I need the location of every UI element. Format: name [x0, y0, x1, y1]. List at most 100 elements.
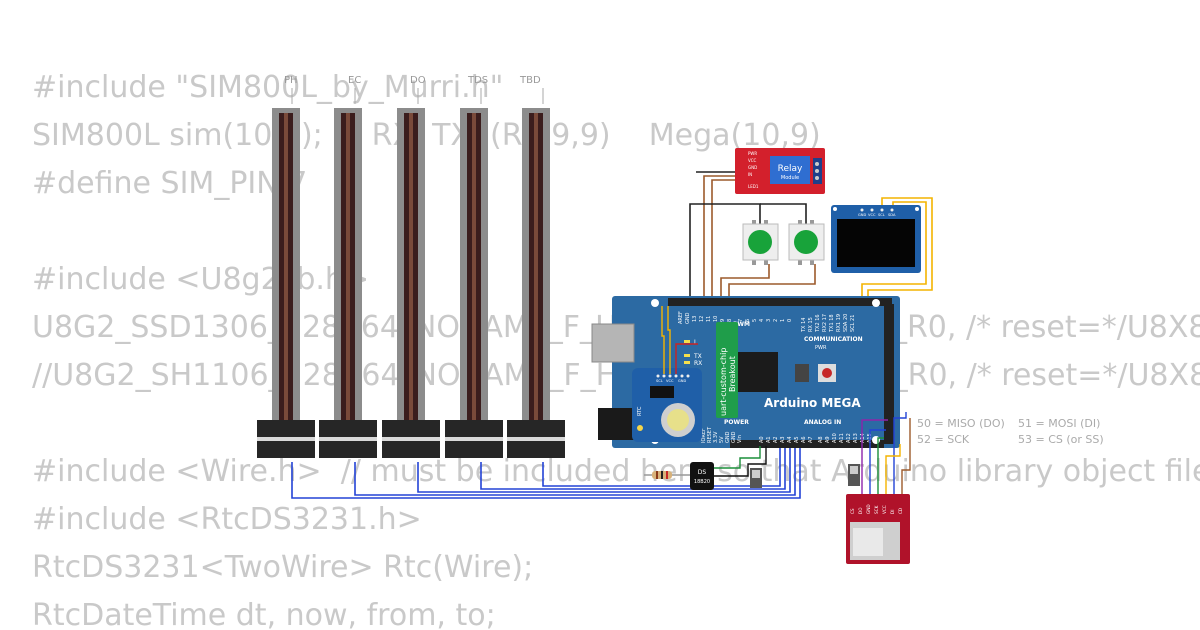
pin-label: RX 15	[808, 317, 814, 332]
slide-switch-2[interactable]	[848, 464, 860, 486]
analog-label: ANALOG IN	[804, 419, 841, 426]
pin-label: 3	[766, 319, 772, 322]
relay-module[interactable]: Relay Module PWR VCC GND IN LED1	[735, 148, 825, 194]
led-label-rx: RX	[694, 360, 702, 367]
pin-label: A9	[825, 436, 831, 443]
code-line: RtcDS3231<TwoWire> Rtc(Wire);	[32, 550, 534, 585]
code-line: #include <RtcDS3231.h>	[32, 502, 422, 537]
slider-ec[interactable]: EC	[319, 75, 377, 458]
pin-label: A0	[759, 436, 765, 443]
slider-tds[interactable]: TDS	[445, 75, 503, 458]
wire-tbd	[542, 446, 781, 487]
slider-do[interactable]: DO	[382, 75, 440, 458]
pin-label: Vin	[737, 435, 743, 443]
top-pin-labels: 13 12 11 10 9 8 7 6 5 4 3 2 1 0	[692, 316, 793, 322]
wire-ec	[354, 446, 796, 496]
pin-label: GND	[725, 431, 731, 443]
aref-label: AREF	[678, 311, 684, 324]
pin-label: GND	[731, 431, 737, 443]
gnd-label: GND	[685, 312, 691, 324]
code-line: //U8G2_SH1106_128X64_NONAME_F_HW_I2C u8g…	[32, 358, 1200, 393]
pin-label: 5V	[719, 436, 725, 443]
sd-wires	[861, 412, 911, 494]
code-line: RtcDateTime dt, now, from, to;	[32, 598, 496, 630]
code-line: #include <Wire.h> // must be included he…	[32, 454, 1200, 489]
wire-btn1	[720, 264, 770, 298]
led-label-l: L	[694, 339, 698, 346]
pin-label: A7	[808, 436, 814, 443]
pin-label: A12	[846, 433, 852, 443]
pin-label: TX1 18	[829, 314, 835, 333]
ds-label: 18B20	[694, 479, 710, 485]
pin-label: 8	[727, 319, 733, 322]
pin-label: A6	[801, 436, 807, 443]
oled-pin-label: SCL	[878, 213, 885, 217]
power-label: POWER	[724, 419, 749, 426]
pin-label: A3	[780, 436, 786, 443]
relay-subtitle: Module	[781, 175, 799, 181]
sd-pin-label: GND	[866, 504, 871, 514]
pin-label: A4	[787, 436, 793, 443]
spi-note: 51 = MOSI (DI)	[1018, 417, 1100, 430]
led-label-tx: TX	[693, 353, 702, 360]
pwm-label: PWM	[733, 321, 750, 328]
sd-pin-label: VCC	[882, 505, 887, 514]
spi-note: 53 = CS (or SS)	[1018, 433, 1104, 446]
power-jack	[598, 408, 636, 440]
relay-title: Relay	[778, 164, 803, 174]
pin-label: RX1 19	[836, 314, 842, 332]
slide-switch-1[interactable]	[750, 468, 762, 488]
ds18b20-sensor[interactable]: DS 18B20	[690, 462, 714, 490]
pin-label: 10	[713, 316, 719, 322]
oled-pin-label: GND	[858, 213, 866, 217]
rtc-label: RTC	[637, 406, 643, 416]
right-header	[884, 304, 894, 444]
slider-label: TBD	[519, 75, 541, 86]
pin-label: 2	[773, 319, 779, 322]
rtc-pin-label: SCL	[656, 379, 663, 383]
pin-label: 4	[759, 319, 765, 322]
communication-label: COMMUNICATION	[804, 336, 863, 343]
oled-pin-label: VCC	[868, 213, 876, 217]
relay-pin-label: VCC	[748, 158, 757, 163]
comm-pin-labels: TX 14 RX 15 TX2 16 RX2 17 TX1 18 RX1 19 …	[801, 314, 856, 333]
oled-pin-label: SDA	[888, 213, 896, 217]
uart-custom-chip[interactable]: uart-custom-chip Breakout	[716, 322, 738, 418]
sd-pin-label: CS	[850, 508, 855, 514]
slide-potentiometers: PH EC DO	[257, 75, 565, 458]
pin-label: 9	[720, 319, 726, 322]
rtc-pin-label: VCC	[666, 379, 674, 383]
pin-label: A2	[773, 436, 779, 443]
pin-label: A8	[818, 436, 824, 443]
pin-label: 5	[752, 319, 758, 322]
wire-oled-sda	[867, 197, 933, 298]
sd-pin-label: CD	[898, 508, 903, 514]
pushbutton-2[interactable]	[788, 220, 825, 265]
pin-label: A5	[794, 436, 800, 443]
code-line: #define SIM_PIN 7	[32, 166, 308, 201]
top-header	[668, 298, 892, 306]
slider-tbd[interactable]: TBD	[507, 75, 565, 458]
wire-btn-gnd	[689, 203, 761, 298]
wire-btn-gnd2	[760, 203, 807, 224]
wires-top	[689, 171, 933, 298]
sd-pin-label: SCK	[874, 505, 879, 514]
wire-tds	[480, 446, 786, 490]
pin-label: RX2 17	[822, 314, 828, 332]
rtc-module[interactable]: RTC SCL VCC GND	[632, 368, 702, 442]
wire-ph	[291, 446, 801, 499]
bottom-header	[730, 440, 884, 448]
wire-do	[417, 446, 791, 493]
pin-label: A10	[832, 433, 838, 443]
slider-label: EC	[348, 75, 361, 86]
slider-label: PH	[284, 75, 298, 86]
sd-card-module[interactable]: CS DO GND SCK VCC DI CD	[846, 494, 910, 564]
board-name: Arduino MEGA	[764, 396, 861, 410]
pin-label: A13	[853, 433, 859, 443]
pin-label: RESET	[707, 426, 713, 443]
pushbutton-1[interactable]	[742, 220, 779, 265]
spi-note: 50 = MISO (DO)	[917, 417, 1005, 430]
slider-ph[interactable]: PH	[257, 75, 315, 458]
rtc-wires	[661, 306, 698, 374]
